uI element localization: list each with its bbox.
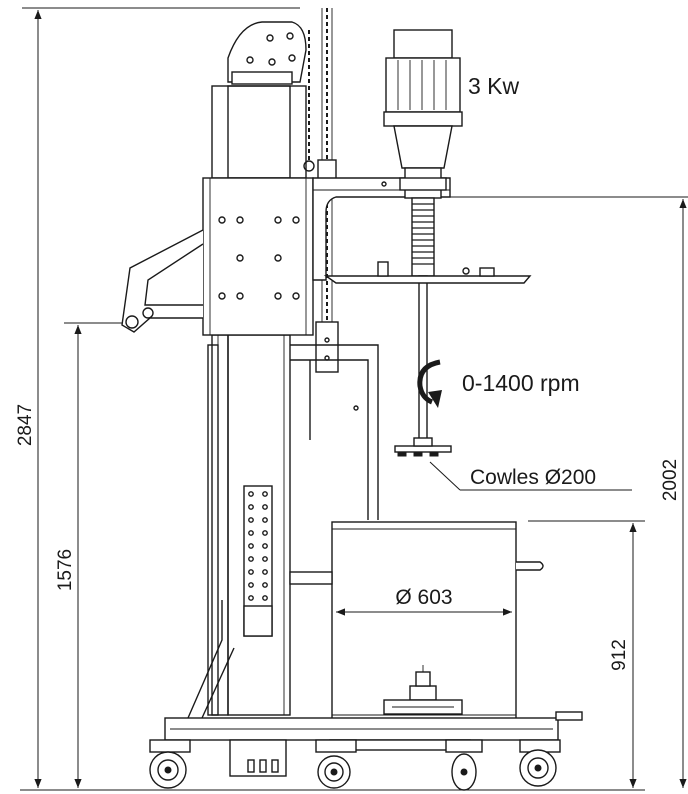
motor-power-label: 3 Kw (468, 73, 520, 99)
caster-wheel-middle (315, 739, 357, 789)
perforation-hole (262, 504, 268, 510)
vessel-support-frame (290, 344, 379, 520)
perforation-hole (262, 582, 268, 588)
lid-plate (323, 261, 532, 284)
hook-chain (303, 30, 315, 172)
cowles-impeller (394, 437, 452, 457)
perforation-hole (248, 530, 254, 536)
perforation-hole (262, 569, 268, 575)
perforation-hole (248, 556, 254, 562)
perforation-hole (248, 595, 254, 601)
caster-wheel-rear (519, 739, 561, 787)
perforation-hole (262, 543, 268, 549)
carriage-block (202, 177, 314, 336)
drive-shaft (411, 197, 435, 447)
perforation-hole (248, 582, 254, 588)
arm-height-label: 2002 (660, 459, 681, 501)
impeller-label: Cowles Ø200 (470, 466, 596, 489)
dimension-arm-height: 2002 (450, 196, 688, 788)
speed-label: 0-1400 rpm (462, 370, 580, 396)
rotation-arrow-icon (417, 359, 442, 408)
mixing-vessel (289, 521, 544, 723)
perforation-hole (248, 504, 254, 510)
perforation-hole (262, 595, 268, 601)
total-height-label: 2847 (15, 404, 36, 446)
handle-bracket (121, 229, 204, 333)
perforation-hole (262, 530, 268, 536)
perforation-hole (262, 556, 268, 562)
impeller-leader-line (429, 461, 632, 491)
perforation-hole (248, 569, 254, 575)
perforation-hole (262, 517, 268, 523)
base-chassis (164, 600, 583, 777)
caster-wheel-front-left (149, 739, 191, 789)
perforation-hole (262, 491, 268, 497)
mast-head-bracket (227, 21, 307, 85)
vessel-diameter-label: Ø 603 (395, 586, 452, 609)
dimension-column-height: 1576 (55, 322, 140, 788)
perforation-hole (248, 517, 254, 523)
dimension-total-height: 2847 (15, 7, 300, 791)
perforated-plate (243, 485, 273, 637)
column-height-label: 1576 (55, 549, 76, 591)
motor-3kw (383, 29, 463, 199)
caster-wheel-center (445, 739, 483, 791)
perforation-hole (248, 543, 254, 549)
vessel-height-label: 912 (609, 639, 630, 671)
perforation-hole (248, 491, 254, 497)
